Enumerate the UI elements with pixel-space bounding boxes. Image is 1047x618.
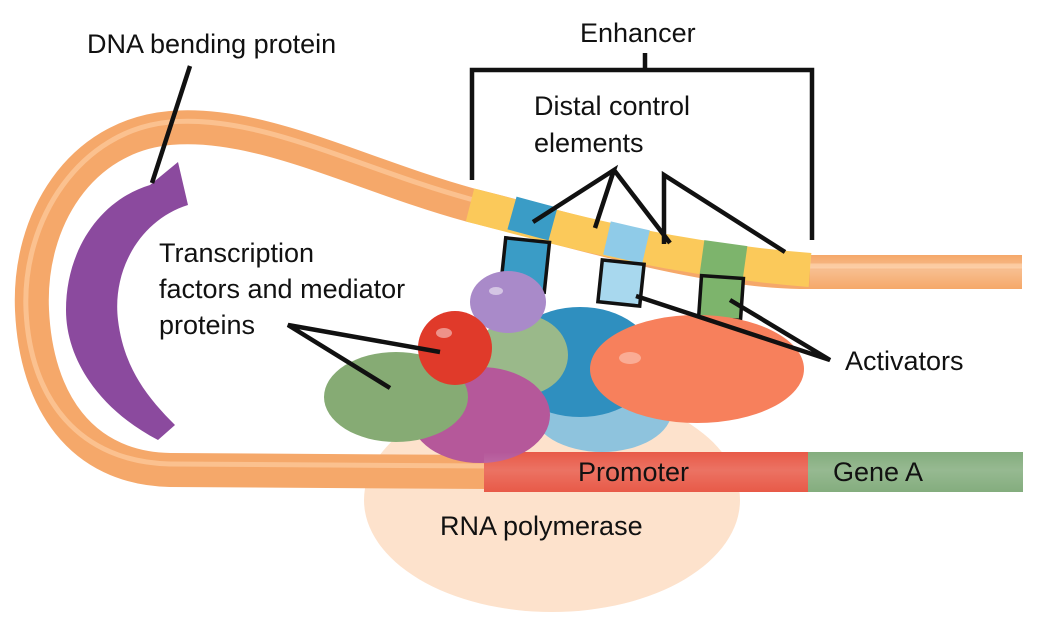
dna-bending-protein xyxy=(66,162,188,440)
distal-element-green xyxy=(699,240,748,280)
activator-orange-highlight xyxy=(619,352,641,364)
dna-right-shine xyxy=(810,255,1022,289)
label-dna-bending-protein: DNA bending protein xyxy=(87,29,336,59)
activator-orange xyxy=(590,315,804,423)
label-enhancer: Enhancer xyxy=(580,18,696,48)
protein-purple xyxy=(470,271,546,333)
label-distal-line2: elements xyxy=(534,128,644,158)
label-tf-line2: factors and mediator xyxy=(159,274,405,304)
enhancer-bracket xyxy=(469,53,815,240)
label-rna-polymerase: RNA polymerase xyxy=(440,511,643,541)
label-activators: Activators xyxy=(845,346,964,376)
activator-square-lightblue xyxy=(595,257,647,309)
label-distal-line1: Distal control xyxy=(534,91,690,121)
protein-purple-highlight xyxy=(489,287,503,295)
tf-leader-lines xyxy=(286,322,441,390)
activator-square-green xyxy=(696,273,746,323)
dna-bottom-shine xyxy=(484,452,1023,492)
label-tf-line3: proteins xyxy=(159,310,255,340)
distal-leader-lines xyxy=(531,164,787,254)
bending-protein-leader xyxy=(149,65,193,184)
label-gene: Gene A xyxy=(833,457,923,487)
protein-red-highlight xyxy=(436,328,452,338)
label-promoter: Promoter xyxy=(578,457,689,487)
label-tf-line1: Transcription xyxy=(159,238,314,268)
protein-red xyxy=(418,311,492,385)
distal-element-lightblue xyxy=(603,221,650,264)
activators-leader-lines xyxy=(635,293,832,363)
